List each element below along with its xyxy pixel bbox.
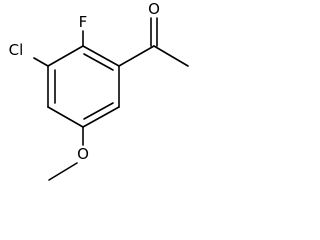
bond-methoxy-oxygen-to-methyl [48,162,78,181]
ring-bond-c5-c6 [82,106,120,128]
bond-ring-to-chlorine [33,57,49,67]
ring-bond-c2-c3 [47,45,84,67]
carbonyl-oxygen-label: O [148,0,160,18]
fluorine-label: F [79,13,88,31]
chlorine-label: Cl [9,41,24,59]
bond-ring-to-carbonyl [118,45,155,67]
methoxy-oxygen-label: O [77,145,89,163]
ring-bond-c4-c5 [47,106,84,128]
chemical-structure: O F Cl O [9,0,189,181]
bond-carbonyl-to-methyl [153,45,189,67]
ring-bond-c5-c6-inner [83,102,114,120]
ring-bond-c1-c2-inner [83,53,114,71]
ring-bond-c1-c2 [82,45,120,67]
